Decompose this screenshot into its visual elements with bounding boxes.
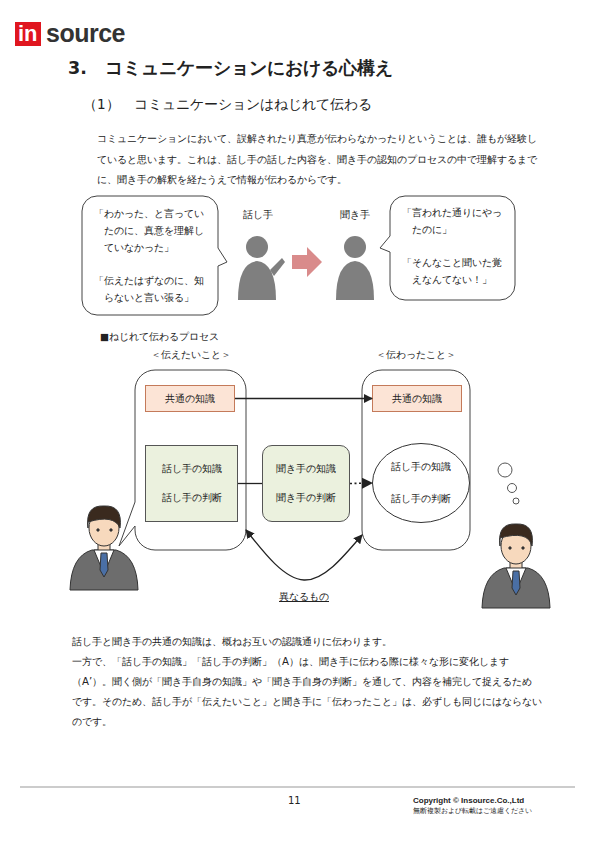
suit [482, 568, 550, 608]
tie [100, 553, 108, 577]
node-label: 聞き手の判断 [276, 491, 336, 505]
body-paragraph: コミュニケーションにおいて、誤解されたり真意が伝わらなかったりということは、誰も… [97, 129, 542, 191]
thought-bubble [498, 463, 512, 477]
quote-text: 「そんなこと聞いた覚えなんてない！」 [402, 254, 507, 288]
eye [509, 547, 511, 549]
speech-bubble: 「言われた通りにやったのに」「そんなこと聞いた覚えなんてない！」 [390, 196, 515, 300]
silhouette-hand [270, 258, 285, 276]
speaker-person [70, 506, 138, 590]
interpreted-circle: 話し手の知識話し手の判断 [372, 443, 470, 523]
role-label: 話し手 [243, 208, 273, 222]
bubble-outline [380, 196, 515, 300]
thought-bubble [513, 498, 519, 504]
listener-person [482, 524, 550, 608]
eye [110, 529, 112, 531]
page-title: 3. コミュニケーションにおける心構え [68, 56, 393, 80]
body-paragraph: 話し手と聞き手の共通の知識は、概ねお互いの認識通りに伝わります。 [72, 632, 542, 652]
logo-text: source [46, 19, 125, 47]
node-label: 共通の知識 [165, 392, 215, 406]
suit [70, 550, 138, 590]
logo-mark: in [15, 22, 41, 46]
page-number: 11 [288, 795, 301, 806]
group-heading: ＜伝わったこと＞ [332, 348, 500, 362]
bubble-outline [362, 370, 470, 550]
eye [522, 547, 524, 549]
node-label: 話し手の判断 [162, 491, 222, 505]
hair [88, 506, 121, 528]
node-label: 聞き手の知識 [276, 462, 336, 476]
silhouette-head [246, 236, 268, 258]
hair [500, 524, 533, 546]
knowledge-box: 共通の知識 [372, 385, 462, 412]
silhouette-body [336, 261, 374, 300]
knowledge-box: 話し手の知識話し手の判断 [145, 445, 238, 522]
listener-filter-box: 聞き手の知識聞き手の判断 [262, 445, 350, 522]
role-label: 聞き手 [340, 208, 370, 222]
bubble-outline [119, 370, 246, 550]
silhouette-body [238, 261, 276, 300]
speaker-silhouette [238, 236, 285, 300]
quote-text: 「わかった、と言っていたのに、真意を理解していなかった」 [94, 205, 210, 256]
tie [512, 571, 520, 595]
node-label: 共通の知識 [392, 392, 442, 406]
copyright-note: 無断複製および転載はご遠慮ください [413, 807, 532, 816]
footer-rule [20, 787, 575, 788]
block-arrow [292, 247, 322, 277]
silhouette-head [344, 236, 366, 258]
connector-arrow [235, 398, 372, 399]
thought-bubble [508, 484, 517, 493]
speech-bubble: 「わかった、と言っていたのに、真意を理解していなかった」「伝えたはずなのに、知ら… [82, 196, 218, 315]
curved-double-arrow [246, 530, 362, 580]
figure-caption: ■ねじれて伝わるプロセス [100, 331, 219, 344]
node-outline [372, 443, 470, 523]
quote-text: 「言われた通りにやったのに」 [402, 204, 507, 238]
node-label: 話し手の判断 [391, 492, 451, 506]
node-label: 話し手の知識 [162, 462, 222, 476]
thought-container: ＜伝わったこと＞共通の知識話し手の知識話し手の判断 [362, 370, 470, 550]
listener-silhouette [336, 236, 374, 300]
connector-label: 異なるもの [254, 590, 354, 604]
copyright: Copyright © Insource.Co.,Ltd [413, 796, 524, 805]
node-label: 話し手の知識 [391, 460, 451, 474]
circle-outline [373, 444, 470, 523]
knowledge-box: 共通の知識 [145, 385, 235, 412]
quote-text: 「伝えたはずなのに、知らないと言い張る」 [94, 272, 210, 306]
speech-container: ＜伝えたいこと＞共通の知識話し手の知識話し手の判断 [135, 370, 246, 550]
bubble-outline [82, 196, 227, 315]
group-heading: ＜伝えたいこと＞ [105, 348, 276, 362]
eye [97, 529, 99, 531]
body-paragraph: 一方で、「話し手の知識」「話し手の判断」（A）は、聞き手に伝わる際に様々な形に変… [72, 652, 542, 732]
section-heading: （1） コミュニケーションはねじれて伝わる [83, 96, 372, 114]
